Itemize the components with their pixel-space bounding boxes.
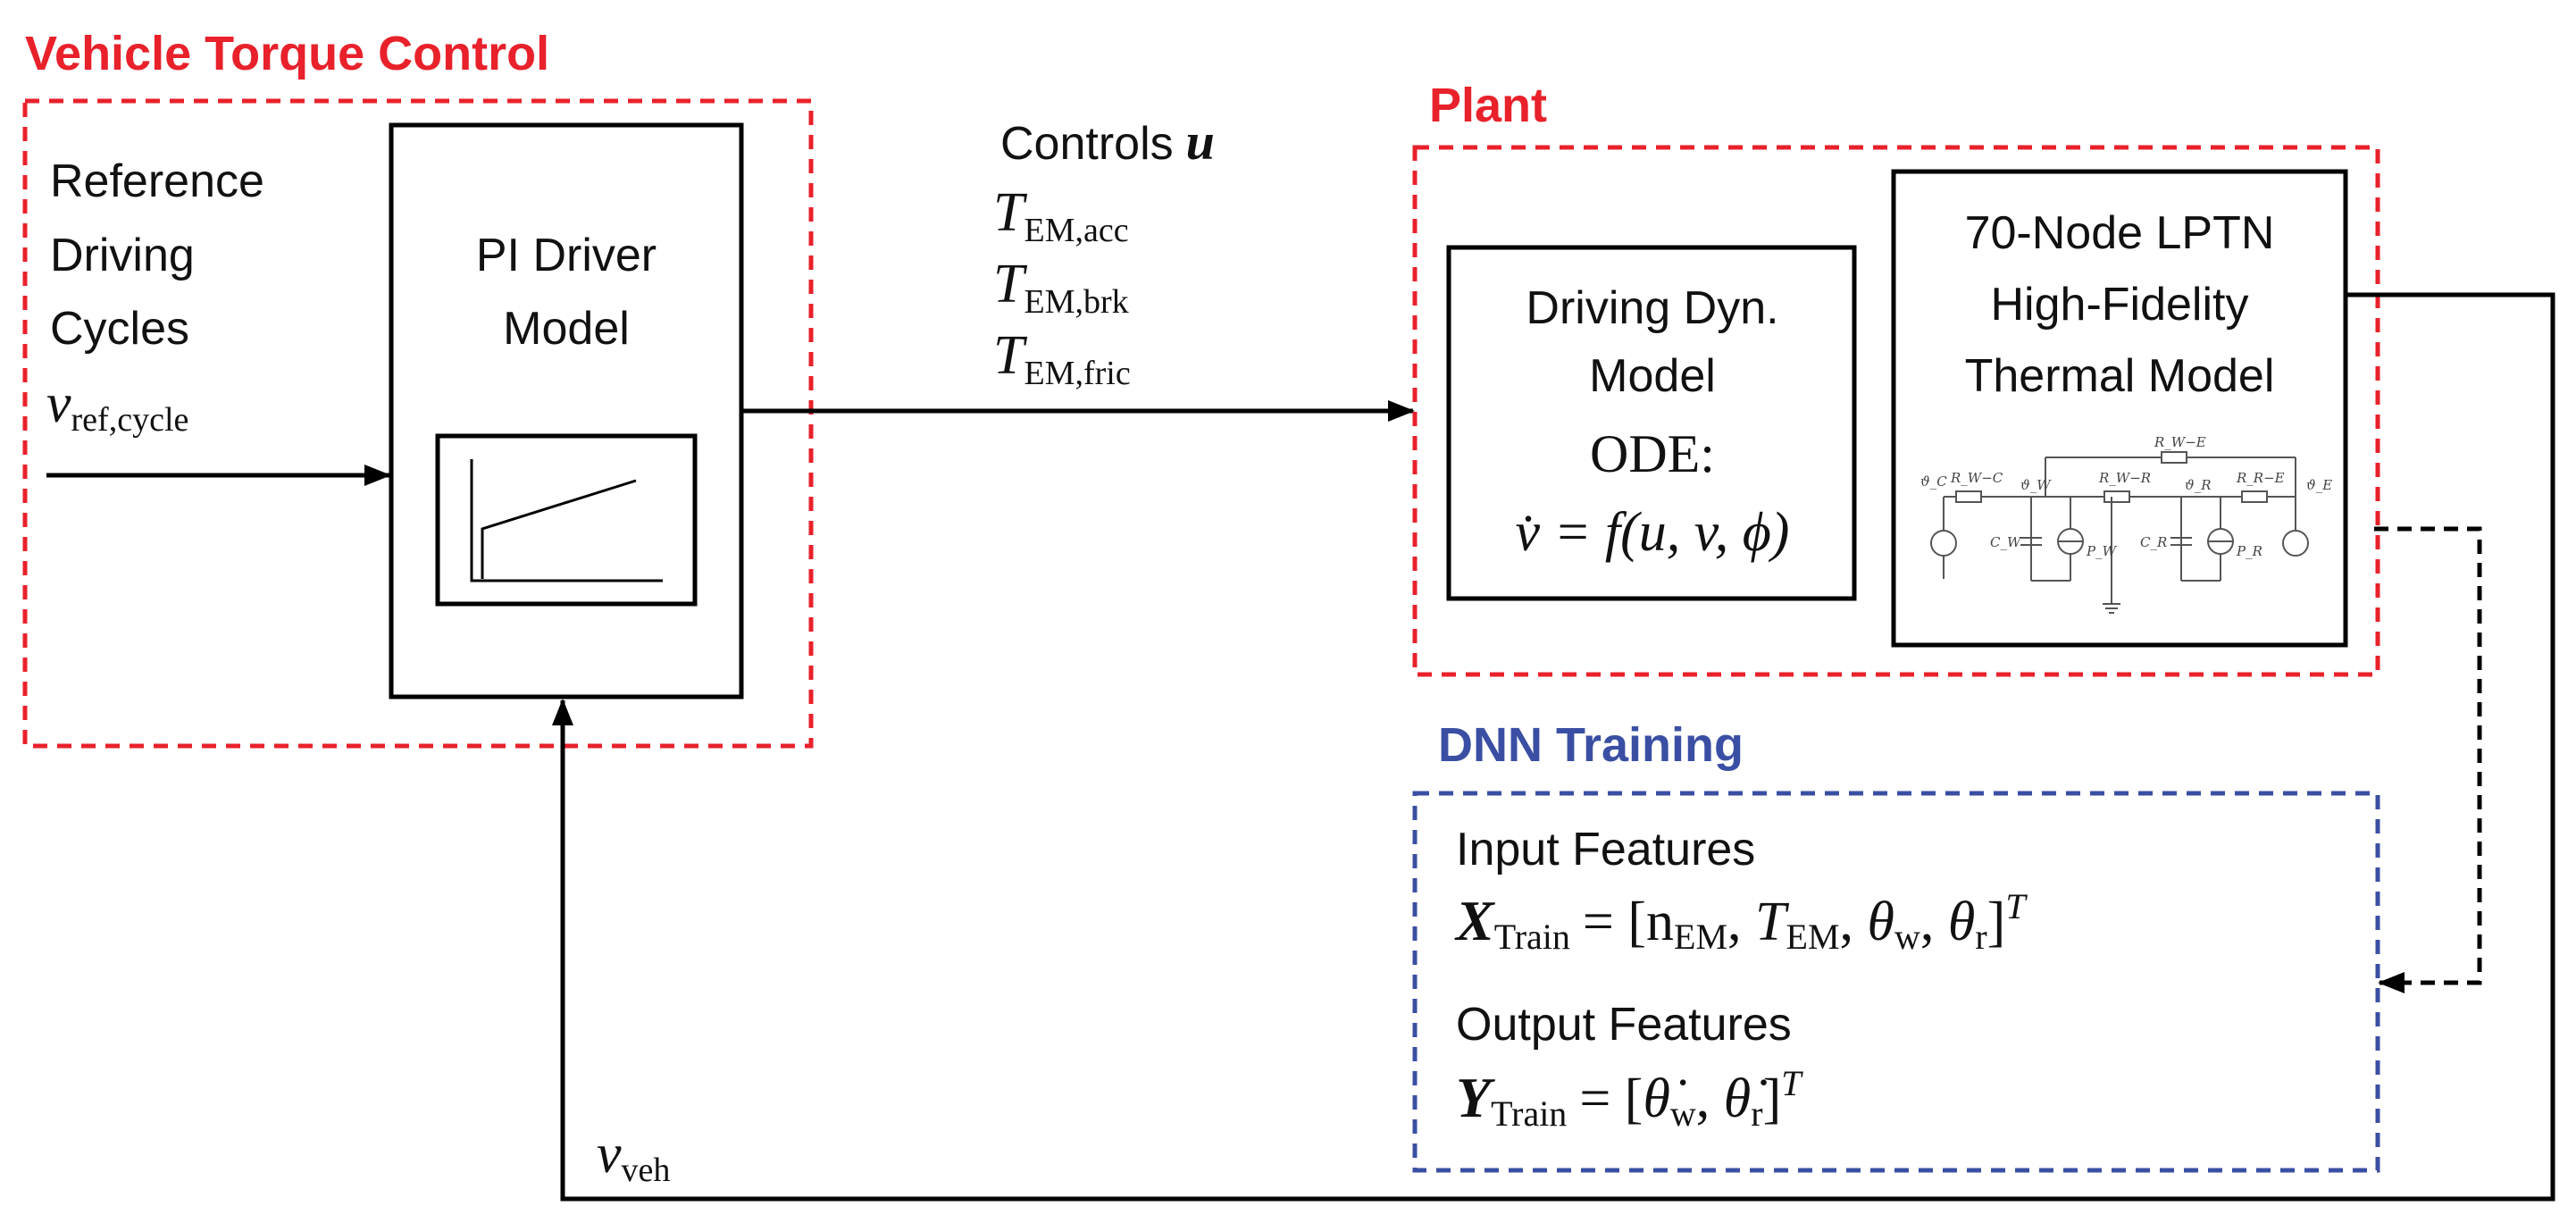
- vehicle-torque-control-group: [22, 98, 814, 749]
- ode-label: ODE:: [1590, 424, 1715, 483]
- pi-response-axes: [470, 459, 663, 582]
- lptn-line-1: 70-Node LPTN: [1965, 207, 2275, 259]
- circuit-label: C_W: [1990, 534, 2022, 550]
- control-term-acc: TEM,acc: [993, 182, 1129, 249]
- reference-velocity-symbol: vref,cycle: [46, 373, 188, 439]
- vehicle-torque-control-label: Vehicle Torque Control: [25, 27, 549, 80]
- control-term-brk: TEM,brk: [993, 254, 1129, 321]
- pi-response-curve: [481, 479, 637, 579]
- pi-driver-line-1: PI Driver: [476, 230, 657, 281]
- pi-driver-line-2: Model: [503, 303, 630, 355]
- reference-line-2: Driving: [50, 230, 195, 281]
- training-data-arrow: [2374, 526, 2482, 993]
- circuit-label: P_R: [2236, 543, 2262, 559]
- lptn-thermal-block: [1891, 169, 2348, 648]
- circuit-label: C_R: [2140, 534, 2167, 550]
- vehicle-velocity-symbol: vveh: [597, 1124, 670, 1189]
- thermal-circuit-labels: ϑ_C R_W−C ϑ_W R_W−E R_W−R ϑ_R R_R−E ϑ_E …: [1920, 434, 2332, 559]
- lptn-line-2: High-Fidelity: [1991, 279, 2249, 331]
- driving-dyn-line-2: Model: [1589, 350, 1716, 402]
- circuit-label: R_W−C: [1950, 470, 2003, 486]
- feedback-loop-arrow: [552, 292, 2555, 1202]
- driving-dyn-line-1: Driving Dyn.: [1526, 282, 1778, 334]
- circuit-label: R_W−E: [2154, 434, 2206, 450]
- driving-dynamics-block: [1446, 245, 1857, 601]
- control-term-fric: TEM,fric: [993, 325, 1131, 392]
- pi-driver-block: [389, 122, 744, 699]
- dnn-training-group: [1412, 791, 2380, 1173]
- circuit-label: R_W−R: [2098, 470, 2151, 486]
- reference-line-1: Reference: [50, 155, 264, 207]
- input-features-equation: XTrain= [nEM, TEM, θw, θr]T: [1454, 886, 2028, 957]
- output-features-label: Output Features: [1456, 999, 1792, 1051]
- circuit-label: R_R−E: [2236, 470, 2285, 486]
- ode-equation: v̇ = f(u, v, ϕ): [1516, 502, 1790, 563]
- pi-response-plot: [435, 433, 698, 607]
- lptn-line-3: Thermal Model: [1965, 350, 2275, 402]
- input-features-label: Input Features: [1456, 824, 1755, 875]
- circuit-label: ϑ_R: [2185, 477, 2212, 493]
- circuit-label: ϑ_C: [1920, 473, 1947, 490]
- circuit-label: ϑ_E: [2306, 477, 2332, 493]
- circuit-label: ϑ_W: [2020, 477, 2052, 493]
- plant-label: Plant: [1429, 79, 1547, 132]
- dnn-training-label: DNN Training: [1438, 718, 1744, 772]
- circuit-label: P_W: [2086, 543, 2118, 559]
- reference-line-3: Cycles: [50, 303, 189, 355]
- thermal-circuit-diagram: [1930, 451, 2309, 614]
- output-features-equation: YTrain= [θ̇w, θ̇r]T: [1456, 1063, 1803, 1134]
